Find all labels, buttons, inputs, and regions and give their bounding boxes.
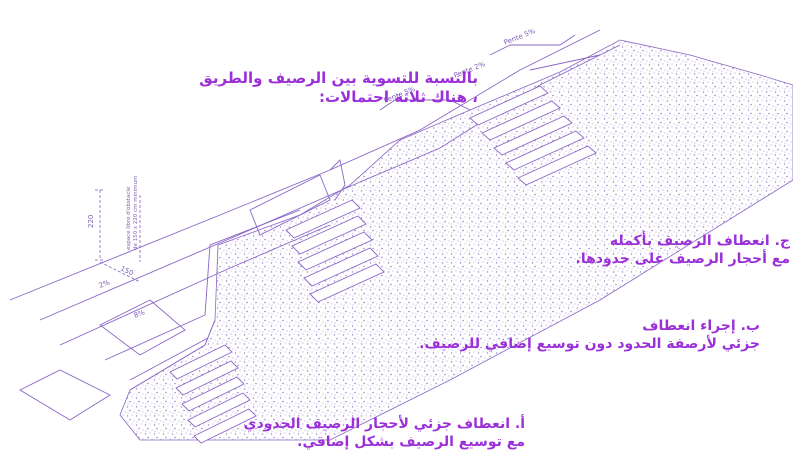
height-label-220: 220	[87, 215, 95, 228]
option-c-line-2: مع أحجار الرصيف على حدودها.	[575, 250, 791, 267]
option-a-line-1: أ. انعطاف جزئي لأحجار الرصيف الحدودي	[243, 416, 525, 432]
intro-line-1: بالنسبة للتسوية بين الرصيف والطريق	[199, 69, 478, 87]
intro-line-2: ، هناك ثلاثة احتمالات:	[318, 87, 478, 106]
option-b-line-1: ب. إجراء انعطاف	[642, 318, 760, 334]
intro-annotation: بالنسبة للتسوية بين الرصيف والطريق ، هنا…	[199, 69, 478, 107]
slope-label-top-far: Pente 5%	[503, 27, 537, 47]
slope-label-8: 8%	[133, 308, 147, 320]
vertical-note-1: espace libre d'obstacle	[126, 186, 132, 250]
slope-label-2: 2%	[98, 278, 112, 290]
option-a-line-2: مع توسيع الرصيف بشكل إضافي.	[297, 433, 525, 450]
crosswalk-stripes	[169, 85, 597, 444]
vertical-note-2: de 150 x 220 cm minimum	[133, 176, 139, 250]
option-c-line-1: ج. انعطاف الرصيف بأكمله	[609, 233, 790, 249]
sidewalk-linework	[9, 29, 621, 421]
dimension-lines	[95, 189, 141, 283]
option-a-annotation: أ. انعطاف جزئي لأحجار الرصيف الحدودي مع …	[225, 416, 525, 451]
option-b-line-2: جزئي لأرصفة الحدود دون توسيع إضافي للرصي…	[419, 335, 760, 352]
option-c-annotation: ج. انعطاف الرصيف بأكمله مع أحجار الرصيف …	[520, 233, 791, 268]
option-b-annotation: ب. إجراء انعطاف جزئي لأرصفة الحدود دون ت…	[330, 318, 760, 353]
